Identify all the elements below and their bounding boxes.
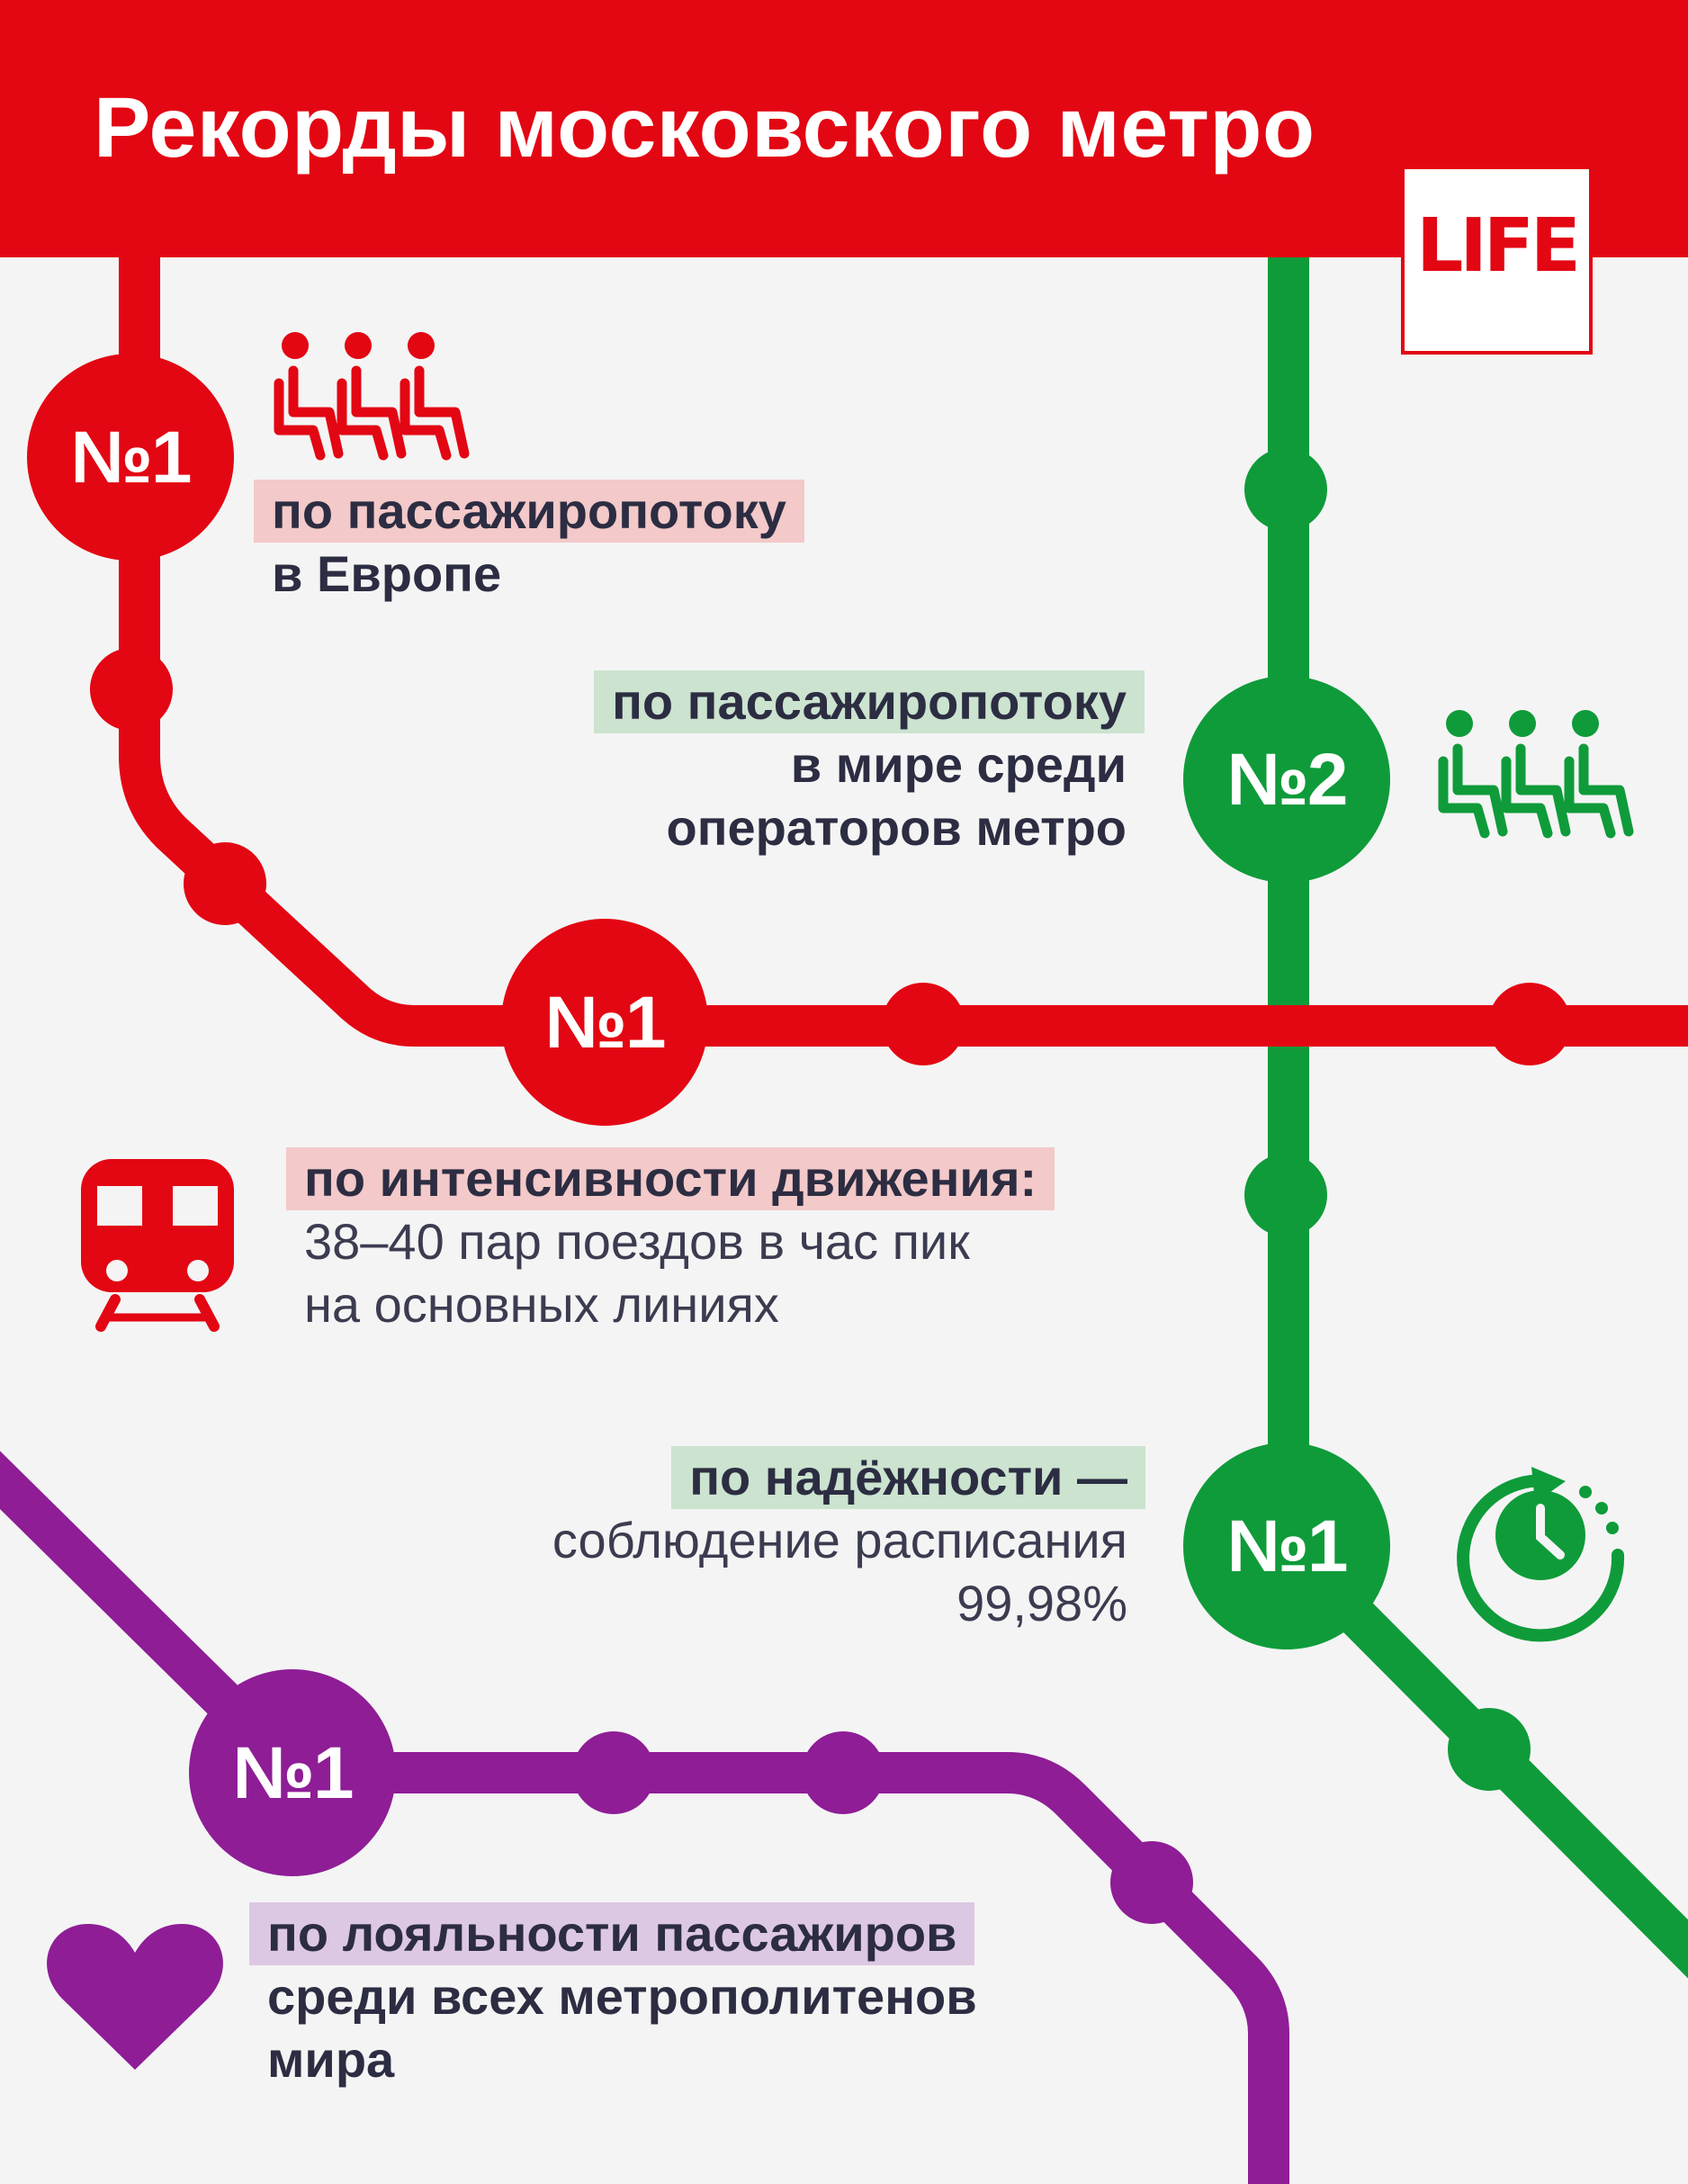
- red-metro-line: [119, 216, 1688, 1047]
- record-line: операторов метро: [666, 799, 1127, 856]
- record-line: среди всех метрополитенов: [267, 1968, 977, 2025]
- record-highlight: по лояльности пассажиров: [249, 1902, 975, 1965]
- station-dot: [90, 648, 173, 731]
- record-highlight: по интенсивности движения:: [286, 1147, 1055, 1210]
- clock-icon: [1457, 1467, 1625, 1642]
- train-icon: [81, 1159, 234, 1332]
- record-loyalty-text: по лояльности пассажиров среди всех метр…: [249, 1902, 977, 2091]
- record-line: 38–40 пар поездов в час пик: [304, 1213, 970, 1270]
- station-badge-circle: [501, 919, 708, 1126]
- station-badge-circle: [189, 1669, 396, 1876]
- station-dot: [882, 983, 965, 1065]
- station-badge-circle: [27, 354, 234, 561]
- seated-passengers-icon: [274, 332, 470, 461]
- record-line: на основных линиях: [304, 1276, 779, 1333]
- record-intensity-text: по интенсивности движения: 38–40 пар пое…: [286, 1147, 1055, 1336]
- page-title: Рекорды московского метро: [94, 80, 1315, 175]
- station-dot: [1488, 983, 1571, 1065]
- purple-metro-line: [0, 1451, 1289, 2184]
- heart-icon: [47, 1924, 223, 2070]
- station-dot: [1448, 1708, 1531, 1791]
- station-dot: [572, 1731, 655, 1814]
- red-line-crossing: [1264, 1005, 1318, 1047]
- rank-badge: №1: [70, 417, 192, 499]
- record-highlight: по пассажиропотоку: [254, 480, 804, 543]
- station-dot: [1110, 1841, 1193, 1924]
- record-reliability-text: по надёжности — соблюдение расписания 99…: [504, 1446, 1145, 1635]
- rank-badge: №1: [544, 982, 666, 1064]
- record-line: соблюдение расписания: [552, 1512, 1127, 1568]
- station-dot: [1244, 448, 1327, 531]
- rank-badge: №1: [232, 1732, 354, 1814]
- record-line: в Европе: [272, 545, 502, 602]
- station-dot: [184, 842, 266, 925]
- life-logo: LIFE: [1401, 166, 1593, 355]
- record-europe-text: по пассажиропотоку в Европе: [254, 480, 804, 606]
- station-dot: [802, 1731, 884, 1814]
- record-world-text: по пассажиропотоку в мире среди оператор…: [540, 670, 1145, 859]
- record-line: мира: [267, 2031, 395, 2088]
- station-dot: [1244, 1154, 1327, 1236]
- logo-text: LIFE: [1416, 203, 1581, 289]
- seated-passengers-icon: [1438, 710, 1634, 839]
- record-line: в мире среди: [790, 736, 1127, 793]
- rank-badge: №2: [1226, 739, 1348, 821]
- record-line: 99,98%: [956, 1575, 1127, 1631]
- record-highlight: по надёжности —: [671, 1446, 1145, 1509]
- station-badge-circle: [1183, 1443, 1390, 1649]
- rank-badge: №1: [1226, 1505, 1348, 1587]
- station-badge-circle: [1183, 676, 1390, 883]
- record-highlight: по пассажиропотоку: [594, 670, 1145, 733]
